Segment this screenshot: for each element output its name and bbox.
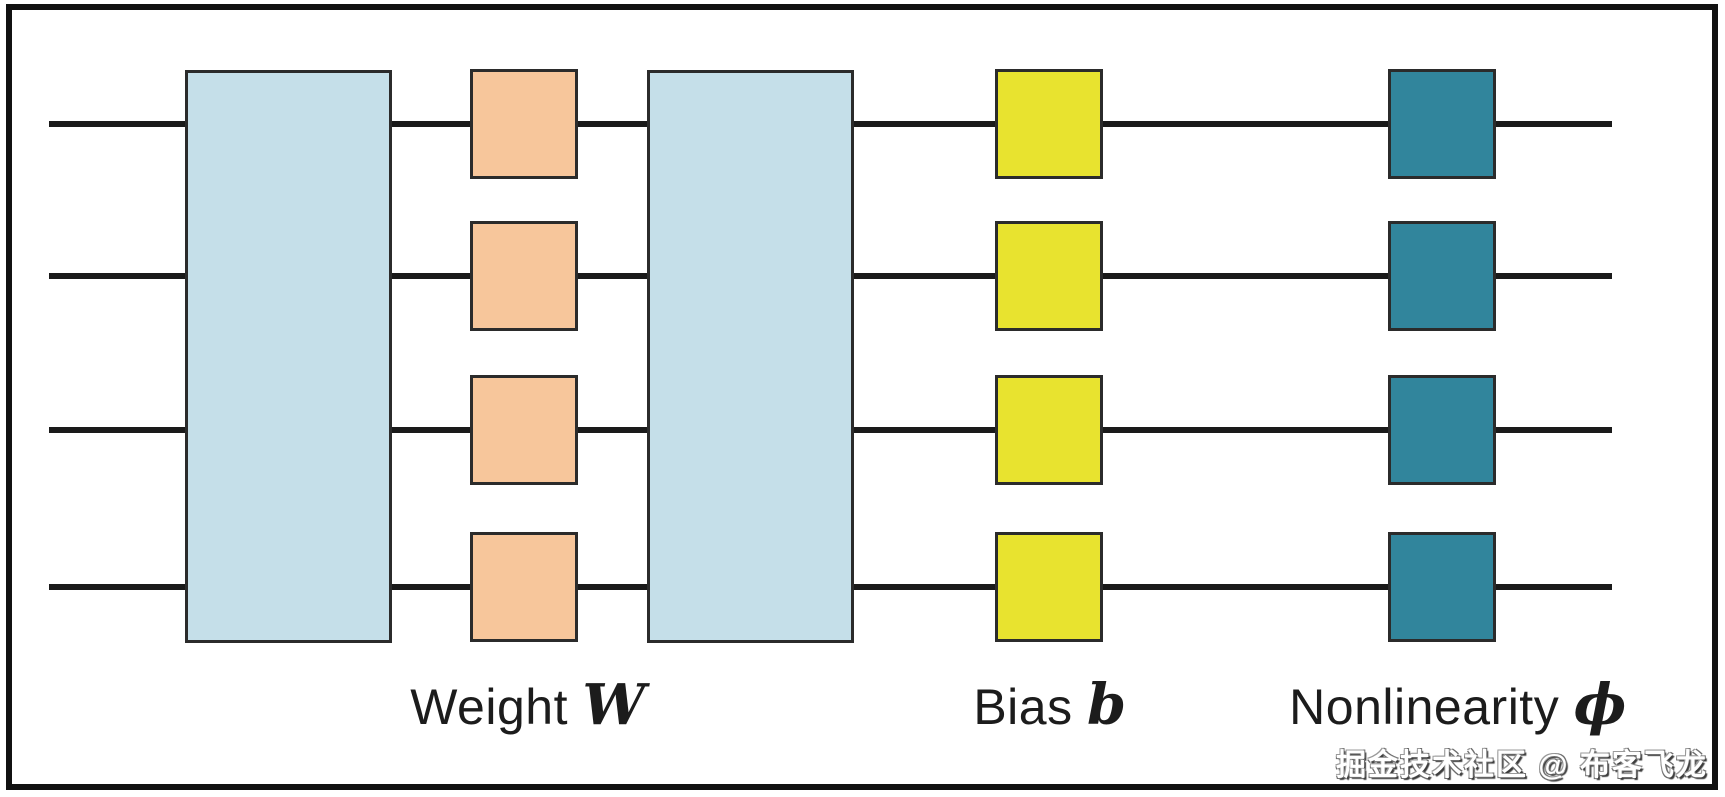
nonlinearity-label: Nonlinearity ϕ bbox=[1289, 672, 1627, 739]
diagram-frame bbox=[6, 4, 1718, 790]
nonlinearity-gate bbox=[1388, 69, 1496, 179]
weight-block-1 bbox=[185, 70, 392, 643]
bias-label: Bias b bbox=[973, 672, 1126, 739]
weight-phase-gate bbox=[470, 221, 578, 331]
bias-gate bbox=[995, 375, 1103, 485]
weight-label: Weight W bbox=[410, 672, 646, 739]
bias-gate bbox=[995, 221, 1103, 331]
weight-phase-gate bbox=[470, 375, 578, 485]
nonlinearity-gate bbox=[1388, 532, 1496, 642]
bias-label-word: Bias bbox=[973, 679, 1073, 735]
nonlinearity-label-word: Nonlinearity bbox=[1289, 679, 1560, 735]
weight-label-symbol: W bbox=[582, 672, 646, 738]
weight-label-word: Weight bbox=[410, 679, 568, 735]
nonlinearity-gate bbox=[1388, 375, 1496, 485]
nonlinearity-label-symbol: ϕ bbox=[1573, 672, 1627, 738]
weight-phase-gate bbox=[470, 69, 578, 179]
watermark-text: 掘金技术社区 @ 布客飞龙 bbox=[1336, 749, 1708, 782]
bias-gate bbox=[995, 69, 1103, 179]
weight-phase-gate bbox=[470, 532, 578, 642]
bias-label-symbol: b bbox=[1087, 672, 1127, 738]
bias-gate bbox=[995, 532, 1103, 642]
weight-block-2 bbox=[647, 70, 854, 643]
nonlinearity-gate bbox=[1388, 221, 1496, 331]
